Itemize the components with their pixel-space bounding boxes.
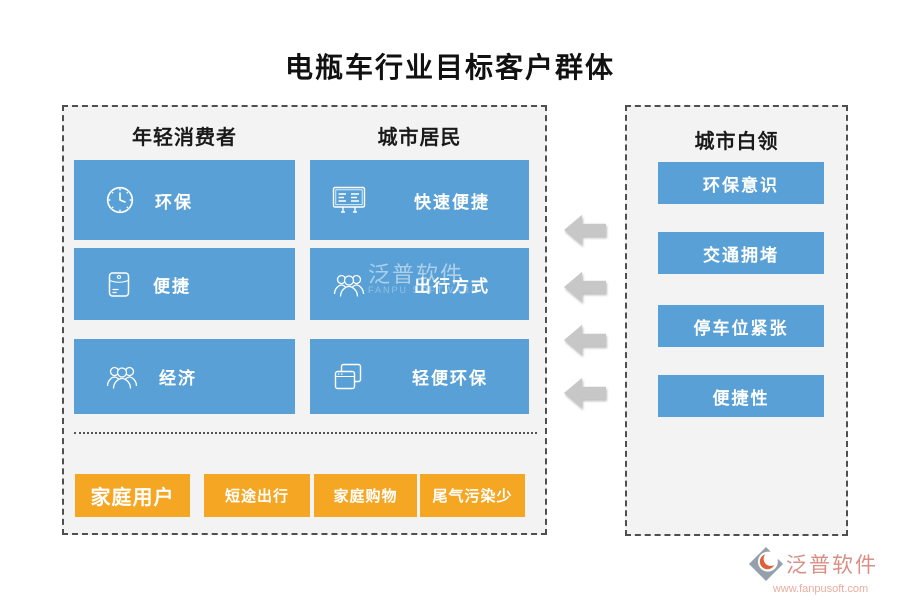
right-panel: 城市白领 环保意识 交通拥堵 停车位紧张 便捷性 [625, 105, 848, 536]
brand-name: 泛普软件 [786, 553, 878, 577]
card-jingji[interactable]: 经济 [74, 339, 295, 414]
clock-icon [105, 185, 135, 215]
arrow-left-icon [564, 214, 606, 246]
arrow-left-icon [564, 377, 606, 409]
fanpu-logo: 泛普软件 www.fanpusoft.com [748, 546, 893, 595]
envelope-icon [105, 268, 133, 300]
card-chuxing-fangshi[interactable]: 出行方式 [310, 248, 529, 320]
tag-short-trips[interactable]: 短途出行 [204, 474, 310, 517]
card-qingbian-huanbao[interactable]: 轻便环保 [310, 339, 529, 414]
tag-family-users[interactable]: 家庭用户 [75, 474, 190, 517]
card-label: 便捷 [153, 276, 191, 296]
card-huanbao[interactable]: 环保 [74, 160, 295, 240]
card-label: 出行方式 [414, 276, 490, 296]
card-bianjie[interactable]: 便捷 [74, 248, 295, 320]
board-icon [332, 186, 366, 214]
card-label: 环保 [155, 192, 193, 212]
card-kuaisu-bianjie[interactable]: 快速便捷 [310, 160, 529, 240]
tag-low-emission[interactable]: 尾气污染少 [420, 474, 525, 517]
tag-family-shopping[interactable]: 家庭购物 [314, 474, 417, 517]
left-panel: 年轻消费者 城市居民 环保 [62, 105, 547, 535]
arrow-left-icon [564, 271, 606, 303]
item-convenience[interactable]: 便捷性 [658, 375, 824, 417]
people-icon [332, 271, 366, 298]
column-header-young-consumers: 年轻消费者 [132, 127, 237, 149]
item-parking-shortage[interactable]: 停车位紧张 [658, 305, 824, 347]
people-icon [105, 363, 139, 390]
column-header-urban-residents: 城市居民 [377, 127, 462, 149]
arrow-left-icon [564, 324, 606, 356]
card-label: 经济 [159, 369, 197, 388]
fanpu-logo-icon [748, 546, 784, 582]
item-traffic-jam[interactable]: 交通拥堵 [658, 232, 824, 274]
card-label: 快速便捷 [414, 192, 490, 212]
item-env-awareness[interactable]: 环保意识 [658, 162, 824, 204]
page-title: 电瓶车行业目标客户群体 [284, 53, 615, 84]
column-header-white-collar: 城市白领 [694, 131, 779, 153]
brand-website[interactable]: www.fanpusoft.com [772, 583, 869, 595]
dotted-divider [74, 432, 537, 434]
card-label: 轻便环保 [412, 369, 488, 388]
windows-icon [332, 362, 364, 392]
